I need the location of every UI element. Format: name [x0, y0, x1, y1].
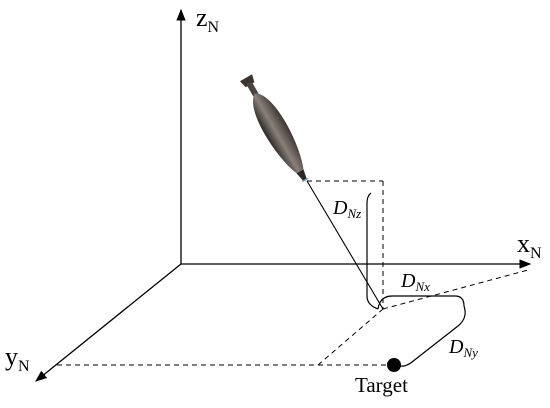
- x-axis-label: xN: [517, 229, 542, 262]
- y-axis: [35, 263, 182, 382]
- y-axis-label: yN: [5, 342, 30, 375]
- z-axis-label: zN: [196, 3, 220, 36]
- target-marker: [387, 358, 401, 372]
- dash-target-diagonal: [317, 308, 384, 366]
- dash-ground-to-x: [382, 269, 529, 310]
- target-label: Target: [355, 373, 408, 397]
- dnz-label: DNz: [332, 197, 361, 221]
- dny-label: DNy: [448, 336, 478, 360]
- bracket-dnx: [377, 295, 465, 310]
- dnx-label: DNx: [400, 270, 430, 294]
- bracket-dnz: [366, 192, 379, 310]
- trajectory-line: [306, 180, 384, 310]
- bomb-icon: [239, 74, 308, 183]
